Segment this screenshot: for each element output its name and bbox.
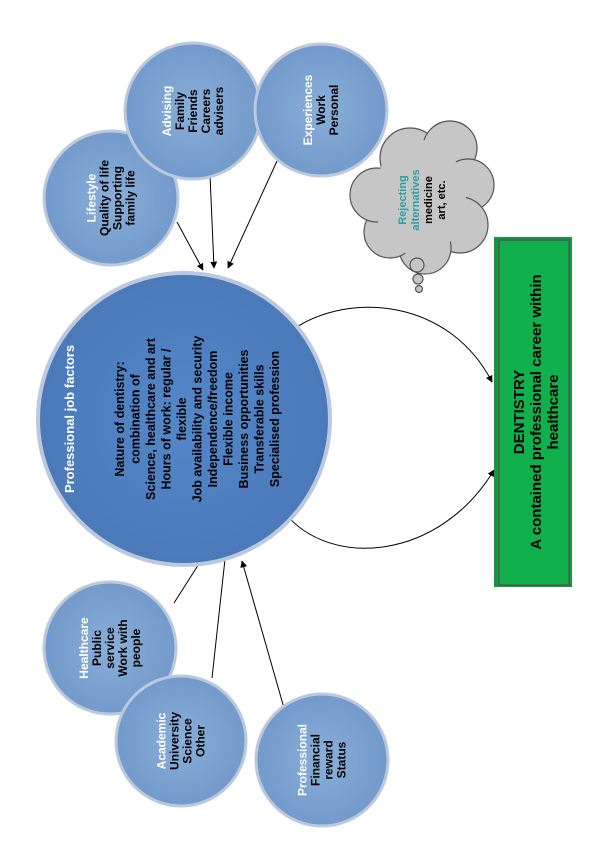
arrow-academic — [211, 540, 230, 679]
factor-line-professional: Financial — [309, 734, 323, 786]
arrow-advising — [209, 174, 218, 269]
main-factor-line: combination of — [129, 373, 143, 463]
factor-line-advising: Careers — [199, 88, 213, 133]
arrow-to-dentistry-top — [291, 306, 493, 383]
arrow-lifestyle — [176, 221, 204, 271]
professional-job-factors-node: Professional job factors Nature of denti… — [36, 271, 332, 567]
rejecting-alternatives-cloud: Rejecting alternatives medicine art, etc… — [349, 120, 495, 294]
factor-circle-experiences — [253, 42, 389, 178]
factor-line-academic: University — [168, 712, 182, 770]
main-factor-line: Specialised profession — [268, 351, 282, 487]
main-factor-line: Transferable skills — [253, 364, 267, 473]
factor-circle-academic — [114, 674, 248, 808]
factor-line-lifestyle: Supporting — [111, 166, 125, 230]
factor-line-healthcare: Work with — [116, 619, 130, 676]
factor-title-experiences: Experiences — [301, 74, 315, 145]
factor-line-healthcare: service — [103, 627, 117, 669]
rejecting-title-line-2: alternatives — [410, 169, 422, 230]
outcome-line-2: healthcare — [545, 374, 562, 449]
factor-line-lifestyle: Quality of life — [98, 160, 112, 236]
factor-title-lifestyle: Lifestyle — [85, 173, 99, 222]
main-factor-line: flexible — [175, 397, 189, 440]
main-factor-line: Independence/freedom — [206, 351, 220, 488]
main-factor-line: Science, healthcare and art — [144, 337, 158, 500]
factor-circle-lifestyle — [42, 129, 180, 267]
factor-circle-healthcare — [42, 580, 178, 716]
factor-line-academic: Other — [194, 725, 208, 757]
factor-circle-professional — [254, 692, 390, 828]
arrow-professional — [240, 560, 287, 716]
factor-line-advising: Friends — [186, 89, 200, 133]
arrow-experiences — [227, 147, 284, 269]
main-factor-line: Nature of dentistry: — [113, 361, 127, 476]
factor-line-experiences: Work — [314, 95, 328, 125]
factor-line-professional: Status — [335, 741, 349, 778]
connector-arrows — [173, 147, 495, 716]
main-factor-line: Flexible income — [222, 372, 236, 466]
outcome-line-1: A contained professional career within — [528, 274, 545, 549]
factor-title-healthcare: Healthcare — [77, 617, 91, 679]
factor-line-academic: Science — [181, 718, 195, 764]
dentistry-outcome-box: DENTISTRY A contained professional caree… — [494, 237, 572, 587]
factor-title-professional: Professional — [296, 724, 310, 796]
main-factor-title: Professional job factors — [62, 345, 77, 493]
factor-line-advising: advisers — [212, 86, 226, 135]
factor-line-experiences: Personal — [327, 85, 341, 136]
rejecting-title-line-1: Rejecting — [397, 175, 409, 225]
main-factor-line: Hours of work: regular / — [160, 348, 174, 490]
rejecting-line-2: art, etc. — [436, 180, 448, 219]
main-factor-line: Job availability and security — [191, 336, 205, 503]
factor-line-healthcare: Public — [90, 630, 104, 666]
factor-title-advising: Advising — [160, 86, 174, 137]
rejecting-line-1: medicine — [423, 176, 435, 224]
factor-line-healthcare: people — [129, 628, 143, 667]
factor-line-advising: Family — [173, 92, 187, 130]
arrow-to-dentistry-bottom — [283, 469, 495, 549]
factor-line-professional: reward — [322, 740, 336, 779]
main-factor-line: Business opportunities — [237, 350, 251, 489]
outcome-title: DENTISTRY — [511, 370, 528, 454]
factor-title-academic: Academic — [155, 712, 169, 769]
factor-line-lifestyle: family life — [124, 170, 138, 226]
